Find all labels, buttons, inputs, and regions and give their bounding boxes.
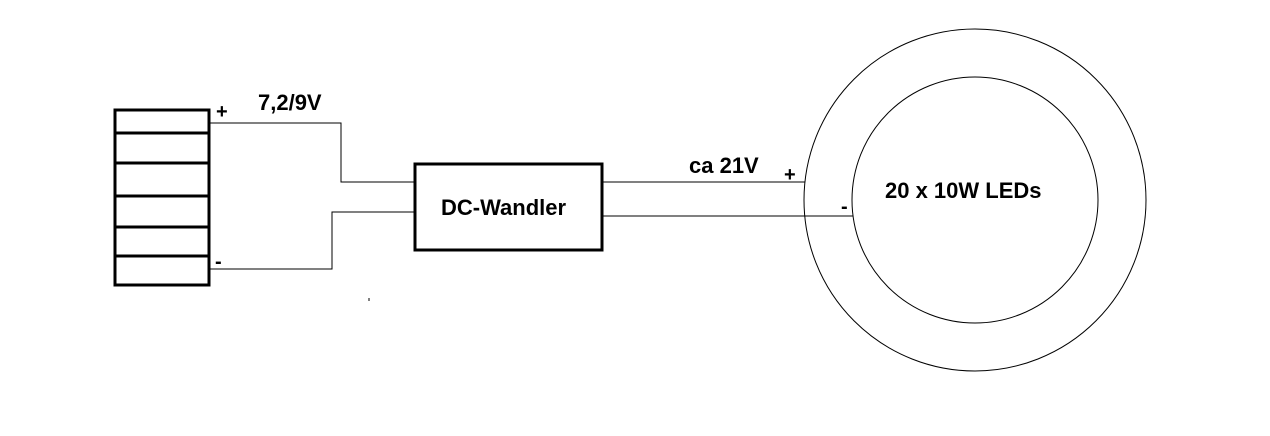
led-plus-label: + (784, 164, 796, 186)
wire-battery-positive (209, 122, 415, 183)
led-ring-outer (803, 28, 1147, 372)
battery-minus-label: - (215, 251, 222, 273)
dc-converter-box (413, 162, 604, 252)
battery-plus-label: + (216, 101, 228, 123)
led-array-label: 20 x 10W LEDs (885, 178, 1042, 203)
input-voltage-label: 7,2/9V (258, 90, 322, 115)
led-minus-label: - (841, 196, 848, 218)
converter-label: DC-Wandler (441, 195, 567, 220)
led-ring-inner (851, 76, 1099, 324)
output-voltage-label: ca 21V (689, 153, 759, 178)
battery-pack (113, 108, 211, 287)
wire-battery-negative (209, 211, 415, 270)
